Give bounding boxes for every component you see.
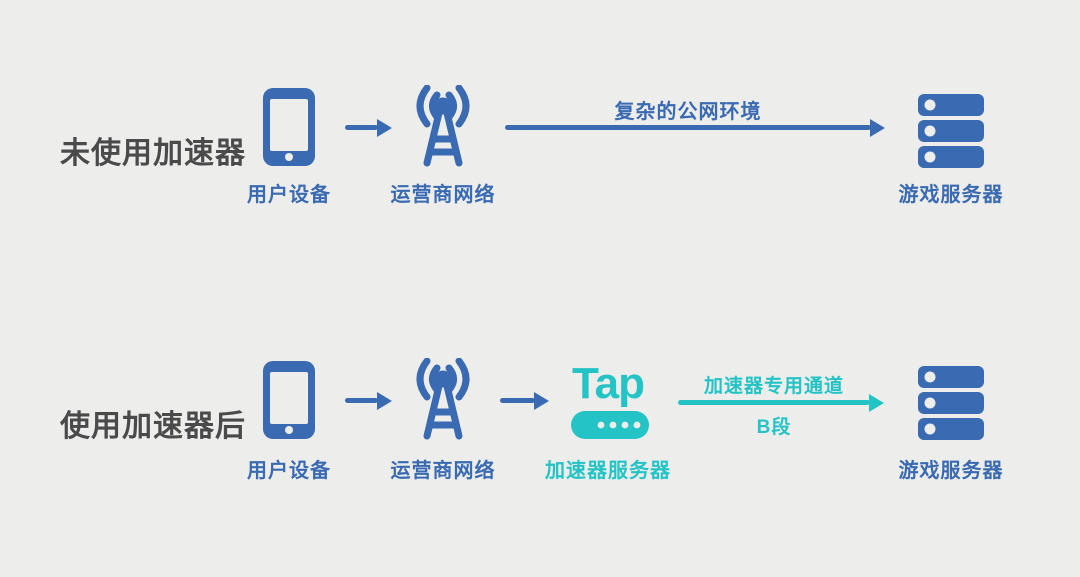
tap-logo: Tap <box>572 359 645 408</box>
router-icon <box>571 411 649 439</box>
game-server-label: 游戏服务器 <box>898 460 1004 482</box>
flow-arrow-icon <box>345 125 378 130</box>
cell-tower-icon <box>416 85 470 167</box>
phone-icon <box>263 361 315 439</box>
public-network-path-label: 复杂的公网环境 <box>614 101 762 123</box>
flow-arrow-icon <box>500 398 535 403</box>
server-icon <box>918 366 984 440</box>
public-network-arrow-icon <box>505 125 871 130</box>
tunnel-arrow-icon <box>678 400 870 405</box>
phone-icon <box>263 88 315 166</box>
device-label: 用户设备 <box>247 184 331 206</box>
tunnel-label-top: 加速器专用通道 <box>703 376 844 397</box>
cell-tower-icon <box>416 358 470 440</box>
row-title-without-accelerator: 未使用加速器 <box>60 137 246 170</box>
row-title-with-accelerator: 使用加速器后 <box>60 410 246 443</box>
tunnel-label-bottom: B段 <box>756 417 792 438</box>
server-icon <box>918 94 984 168</box>
device-label: 用户设备 <box>247 460 331 482</box>
accelerator-server-label: 加速器服务器 <box>545 460 671 482</box>
game-server-label: 游戏服务器 <box>898 184 1004 206</box>
flow-arrow-icon <box>345 398 378 403</box>
network-label: 运营商网络 <box>390 184 496 206</box>
network-label: 运营商网络 <box>390 460 496 482</box>
